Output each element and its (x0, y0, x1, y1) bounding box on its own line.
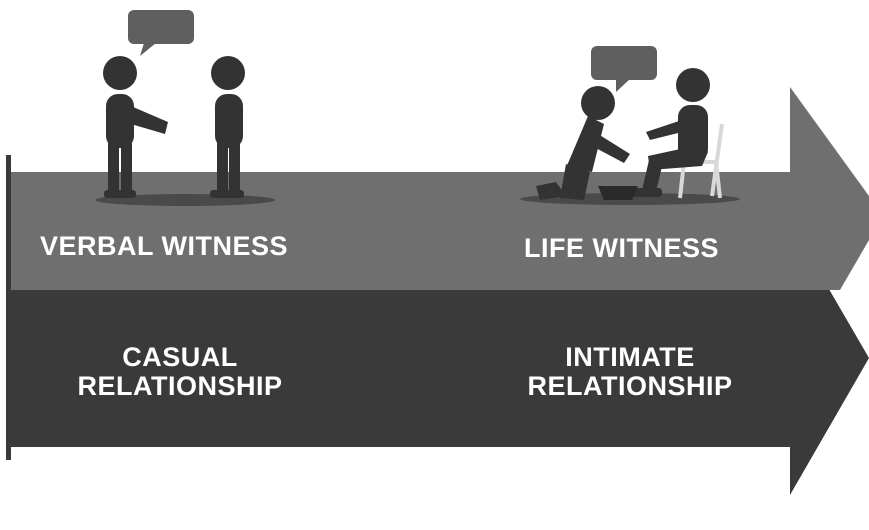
intimate-relationship-line-2: RELATIONSHIP (527, 371, 733, 402)
two-people-talking-icon (95, 10, 275, 206)
timeline-start-edge (6, 155, 11, 460)
lower-arrow (10, 222, 869, 495)
seated-person-icon (630, 68, 710, 197)
casual-relationship-line-2: RELATIONSHIP (77, 371, 283, 402)
person-speaking-icon (103, 56, 168, 198)
life-witness-label: LIFE WITNESS (524, 233, 719, 263)
upper-arrow (10, 87, 869, 290)
basin-icon (598, 186, 638, 200)
verbal-witness-label: VERBAL WITNESS (40, 231, 289, 261)
intimate-relationship-line-1: INTIMATE (565, 342, 695, 372)
casual-relationship-label: CASUAL RELATIONSHIP (30, 342, 330, 402)
foot-washing-icon (520, 46, 740, 205)
casual-relationship-line-1: CASUAL (122, 342, 238, 372)
speech-bubble-right (591, 46, 657, 80)
person-listening-icon (210, 56, 245, 198)
speech-bubble-left (128, 10, 194, 44)
kneeling-person-icon (536, 86, 630, 200)
intimate-relationship-label: INTIMATE RELATIONSHIP (480, 342, 780, 402)
